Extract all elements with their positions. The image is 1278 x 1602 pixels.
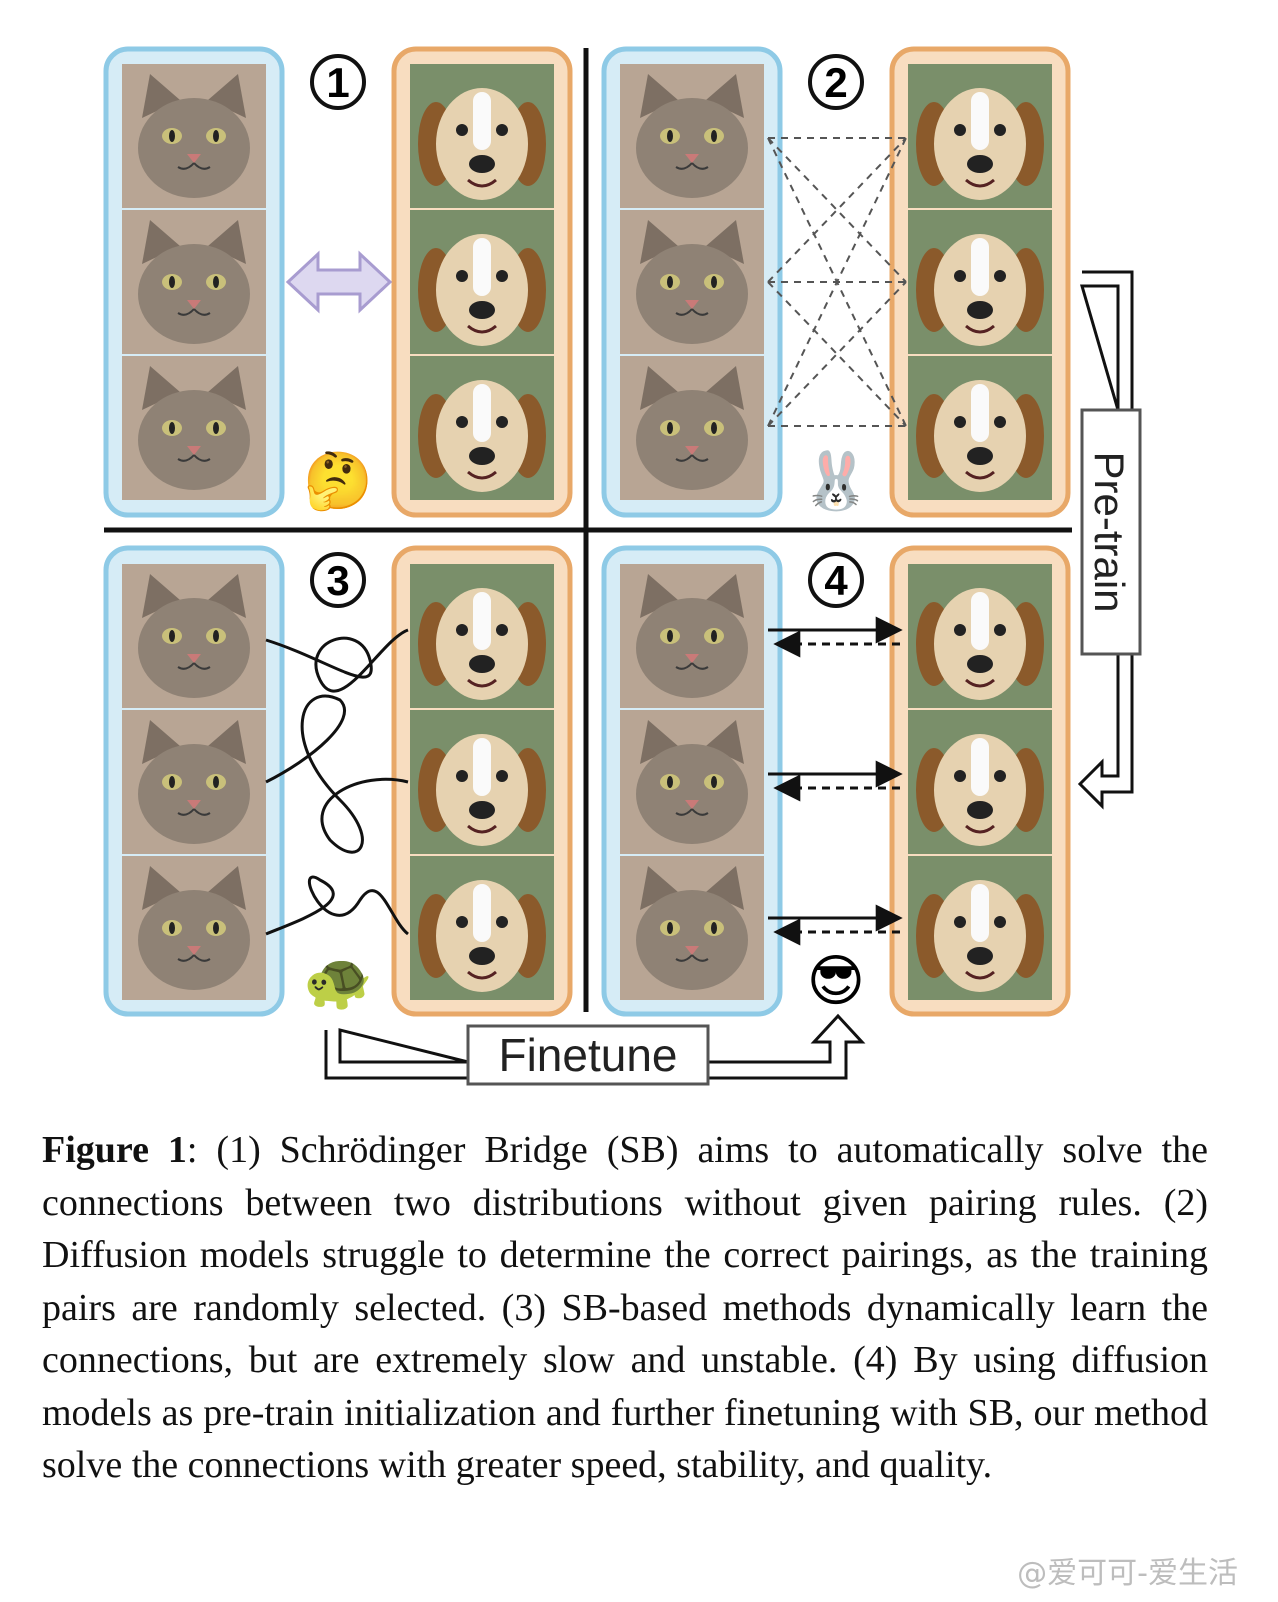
random-pairings [767,137,907,427]
finetune-arrow [324,1013,866,1080]
panel-emoji-3: 🐢 [303,949,373,1014]
panel-emoji-2: 🐰 [801,449,871,514]
panel-number-4: 4 [824,557,848,604]
panel-number-circle-1 [310,54,366,110]
pretrain-label: Pre-train [1086,451,1133,612]
panel-number-circle-2 [808,54,864,110]
cat-column-3 [103,545,285,1017]
figure-1: 1 🤔 2 🐰 3 🐢 4 😎 Pre-train Finetune [103,46,1142,1086]
finetune-box [466,1024,710,1086]
tangled-connections [265,628,409,936]
panel-emoji-1: 🤔 [303,449,373,514]
pretrain-arrow [1077,270,1134,810]
finetune-label: Finetune [498,1029,677,1081]
panel-number-2: 2 [824,59,847,106]
panel-number-1: 1 [326,59,349,106]
panel-number-circle-3 [310,552,366,608]
dog-column-4 [889,545,1071,1017]
cat-column-1 [103,46,285,518]
dog-column-2 [889,46,1071,518]
panel-emoji-4: 😎 [807,949,865,1014]
caption-label: Figure 1 [42,1129,187,1171]
cat-column-2 [601,46,783,518]
direct-connections [768,616,903,946]
watermark: @爱可可-爱生活 [1017,1556,1238,1591]
figure-caption: Figure 1: (1) Schrödinger Bridge (SB) ai… [42,1124,1208,1492]
cat-column-4 [601,545,783,1017]
dog-column-3 [391,545,573,1017]
panel-number-circle-4 [808,552,864,608]
pretrain-box [1080,408,1142,656]
double-arrow [285,250,393,314]
dog-column-1 [391,46,573,518]
caption-text: : (1) Schrödinger Bridge (SB) aims to au… [42,1129,1208,1486]
panel-number-3: 3 [326,557,349,604]
